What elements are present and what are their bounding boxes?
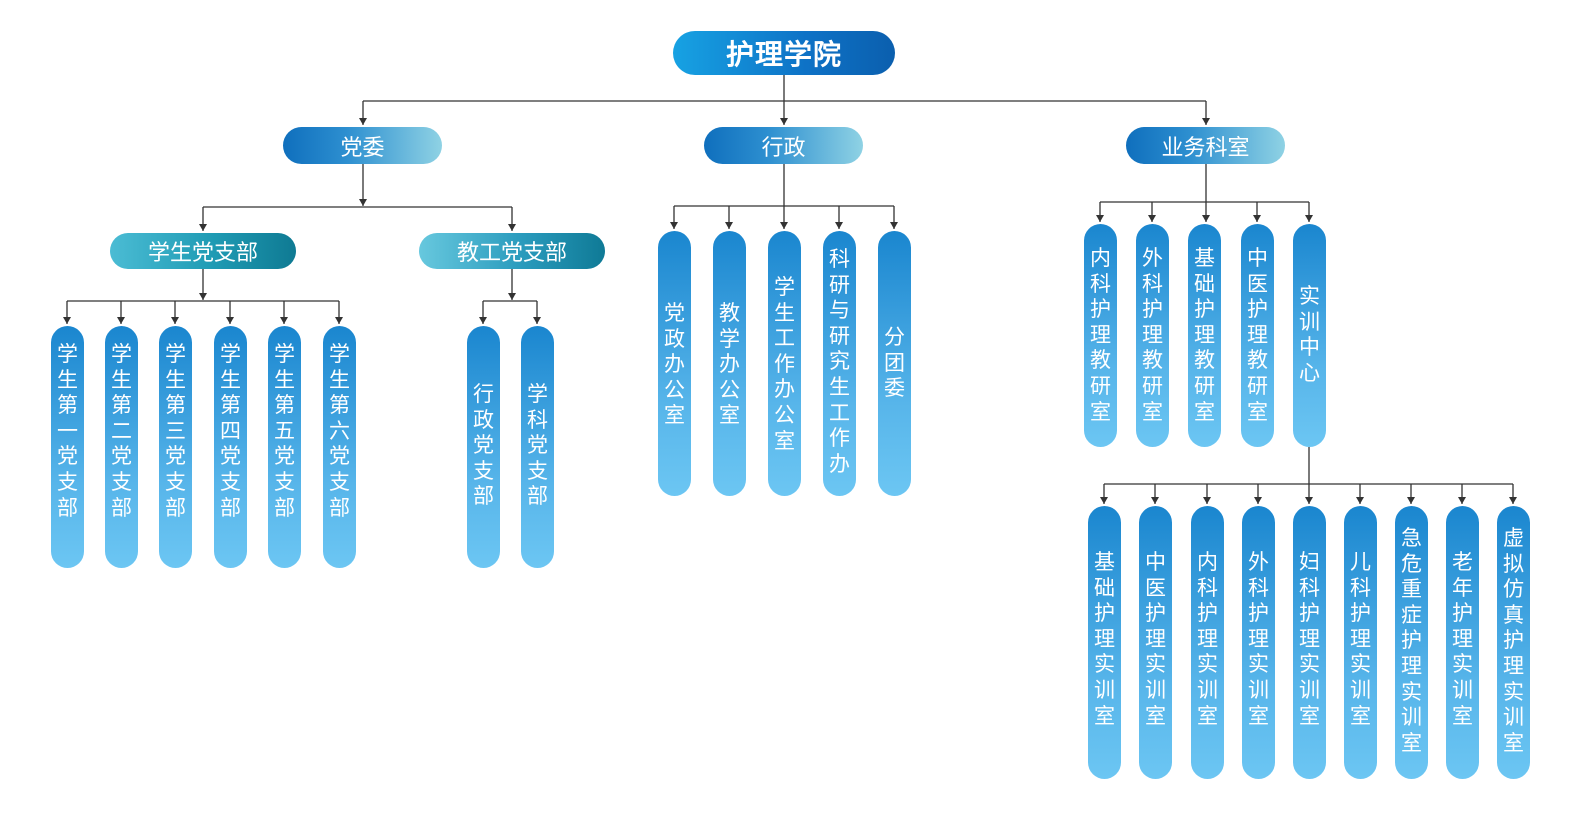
surgical-teaching-room: 外科护理教研室 [1136,224,1169,447]
teaching-office: 教学办公室 [713,231,746,496]
administration-node: 行政 [704,127,863,164]
internal-med-teaching-room: 内科护理教研室 [1084,224,1117,447]
administration-label: 行政 [761,135,806,161]
critical-care-lab-label: 急危重症护理实训室 [1401,526,1422,755]
pediatrics-lab: 儿科护理实训室 [1344,506,1377,779]
admin-party-branch: 行政党支部 [467,326,500,568]
student-branch-4-label: 学生第四党支部 [220,342,241,520]
youth-league-committee-label: 分团委 [884,325,905,401]
party-committee-node: 党委 [283,127,442,164]
tcm-teaching-room-label: 中医护理教研室 [1247,246,1268,424]
student-branch-5: 学生第五党支部 [268,326,301,568]
party-committee-label: 党委 [340,135,385,161]
internal-med-lab-label: 内科护理实训室 [1197,550,1218,728]
surgical-teaching-room-label: 外科护理教研室 [1142,246,1163,424]
research-grad-office-label: 科研与研究生工作办 [829,247,850,476]
root-label: 护理学院 [725,38,842,71]
training-center-label: 实训中心 [1299,284,1320,385]
training-center: 实训中心 [1293,224,1326,447]
research-grad-office: 科研与研究生工作办 [823,231,856,496]
root-node: 护理学院 [673,31,895,75]
student-branch-3: 学生第三党支部 [159,326,192,568]
business-departments-label: 业务科室 [1161,135,1250,161]
critical-care-lab: 急危重症护理实训室 [1395,506,1428,779]
surgical-lab-label: 外科护理实训室 [1248,550,1269,728]
basic-nursing-lab: 基础护理实训室 [1088,506,1121,779]
basic-nursing-lab-label: 基础护理实训室 [1094,550,1115,728]
student-affairs-office-label: 学生工作办公室 [774,275,795,453]
student-branch-1: 学生第一党支部 [51,326,84,568]
student-branch-2-label: 学生第二党支部 [111,342,132,520]
student-branch-node: 学生党支部 [110,233,296,269]
tcm-teaching-room: 中医护理教研室 [1241,224,1274,447]
geriatric-lab-label: 老年护理实训室 [1452,550,1473,728]
staff-branch-label: 教工党支部 [456,241,567,266]
internal-med-teaching-room-label: 内科护理教研室 [1090,246,1111,424]
pediatrics-lab-label: 儿科护理实训室 [1350,550,1371,728]
geriatric-lab: 老年护理实训室 [1446,506,1479,779]
discipline-party-branch-label: 学科党支部 [527,382,548,509]
teaching-office-label: 教学办公室 [719,301,740,428]
gynecology-lab: 妇科护理实训室 [1293,506,1326,779]
student-branch-2: 学生第二党支部 [105,326,138,568]
discipline-party-branch: 学科党支部 [521,326,554,568]
virtual-sim-lab: 虚拟仿真护理实训室 [1497,506,1530,779]
internal-med-lab: 内科护理实训室 [1191,506,1224,779]
student-branch-6-label: 学生第六党支部 [329,342,350,520]
student-affairs-office: 学生工作办公室 [768,231,801,496]
business-departments-node: 业务科室 [1126,127,1285,164]
staff-branch-node: 教工党支部 [419,233,605,269]
student-branch-4: 学生第四党支部 [214,326,247,568]
youth-league-committee: 分团委 [878,231,911,496]
student-branch-3-label: 学生第三党支部 [165,342,186,520]
basic-nursing-teaching-room: 基础护理教研室 [1188,224,1221,447]
surgical-lab: 外科护理实训室 [1242,506,1275,779]
party-gov-office-label: 党政办公室 [664,301,685,428]
party-gov-office: 党政办公室 [658,231,691,496]
virtual-sim-lab-label: 虚拟仿真护理实训室 [1503,526,1524,755]
basic-nursing-teaching-room-label: 基础护理教研室 [1194,246,1215,424]
student-branch-5-label: 学生第五党支部 [274,342,295,520]
tcm-nursing-lab: 中医护理实训室 [1139,506,1172,779]
student-branch-1-label: 学生第一党支部 [57,342,78,520]
gynecology-lab-label: 妇科护理实训室 [1299,550,1320,728]
student-branch-label: 学生党支部 [147,241,258,266]
admin-party-branch-label: 行政党支部 [473,382,494,509]
tcm-nursing-lab-label: 中医护理实训室 [1145,550,1166,728]
student-branch-6: 学生第六党支部 [323,326,356,568]
